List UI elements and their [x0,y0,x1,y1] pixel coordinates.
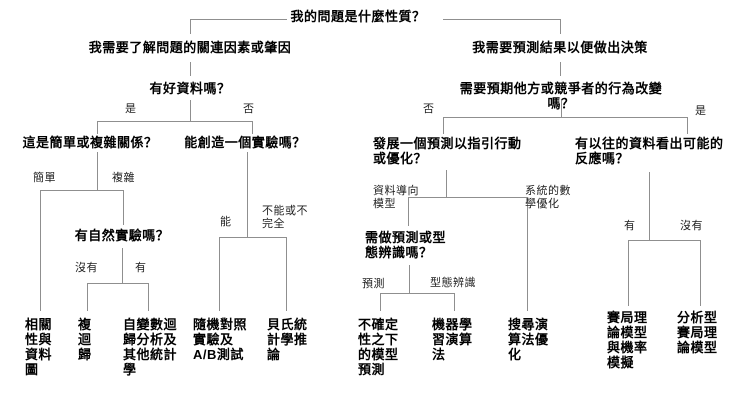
question-simple-or-complex: 這是簡單或複雜關係？ [22,135,158,150]
edge-label-past-no: 沒有 [680,220,703,232]
connector-line [527,197,528,311]
question-good-data: 有好資料嗎？ [149,81,231,96]
leaf-model-forecast-under-uncertainty: 不確定 性之下 的模型 預測 [358,317,399,377]
edge-label-natural-no: 沒有 [75,262,98,274]
connector-line [560,62,561,76]
edge-label-natural-yes: 有 [135,262,147,274]
connector-line [446,170,447,197]
connector-line [628,240,629,306]
question-anticipate-behavior: 需要預期他方或競爭者的行為改變嗎？ [459,81,663,111]
edge-label-no-right: 否 [423,103,435,115]
connector-line [148,283,149,311]
connector-line [97,121,98,134]
connector-line [687,117,688,134]
connector-line [87,283,148,284]
connector-line [408,197,409,226]
connector-line [247,152,248,237]
leaf-search-algorithm-optimization: 搜尋演 算法優 化 [508,317,549,362]
connector-line [123,190,124,225]
leaf-correlation-data-charts: 相關 性與 資料 圖 [25,317,53,377]
leaf-game-theory-probability-simulation: 賽局理 論模型 與機率 模擬 [607,310,648,370]
edge-label-cannot-or-incomplete: 不能或不 完全 [262,205,308,230]
connector-line [190,100,191,121]
question-predict-for-decision: 我需要預測結果以便做出決策 [472,40,648,55]
connector-line [443,19,560,20]
leaf-multiple-regression: 複 迴 歸 [78,317,92,362]
connector-line [87,283,88,311]
connector-line [190,62,191,76]
question-develop-forecast: 發展一個預測以指引行動 或優化？ [373,136,522,166]
connector-line [40,190,41,311]
question-forecast-or-pattern: 需做預測或型 態辨識嗎？ [365,230,447,260]
edge-label-pattern-recognition: 型態辨識 [430,277,476,289]
edge-label-data-driven-model: 資料導向 模型 [373,185,419,210]
leaf-iv-regression-statistics: 自變數迴 歸分析及 其他統計 學 [123,317,178,377]
connector-line [219,237,220,311]
question-create-experiment: 能創造一個實驗嗎？ [184,135,306,150]
connector-line [380,293,381,311]
connector-line [409,265,410,293]
connector-line [443,117,687,118]
flowchart-title: 我的問題是什麼性質？ [290,9,426,24]
connector-line [560,19,561,34]
question-past-data-response: 有以往的資料看出可能的 反應嗎？ [575,136,724,166]
edge-label-simple: 簡單 [33,172,56,184]
edge-label-complex: 複雜 [112,172,135,184]
connector-line [380,293,454,294]
connector-line [219,237,286,238]
connector-line [408,197,527,198]
edge-label-can: 能 [220,216,232,228]
edge-label-no: 否 [243,103,255,115]
connector-line [649,172,650,240]
connector-line [700,240,701,306]
connector-line [454,293,455,311]
connector-line [40,190,123,191]
leaf-bayesian-inference: 貝氏統 計學推 論 [267,317,308,362]
question-natural-experiment: 有自然實驗嗎？ [74,228,170,243]
connector-line [561,100,562,117]
connector-line [190,19,191,34]
connector-line [286,237,287,311]
edge-label-yes: 是 [125,103,137,115]
connector-line [97,152,98,190]
connector-line [628,240,700,241]
edge-label-yes-right: 是 [695,105,707,117]
edge-label-systematic-math-optimization: 系統的數 學優化 [525,185,571,210]
edge-label-past-yes: 有 [624,220,636,232]
connector-line [122,248,123,283]
connector-line [443,117,444,134]
connector-line [252,121,253,134]
connector-line [97,121,252,122]
leaf-analytical-game-theory-model: 分析型 賽局理 論模型 [677,310,718,355]
connector-line [190,19,287,20]
leaf-machine-learning-algorithms: 機器學 習演算 法 [432,317,473,362]
edge-label-forecast: 預測 [362,278,385,290]
leaf-rct-ab-testing: 隨機對照 實驗及 A/B測試 [193,317,248,362]
question-understand-causes: 我需要了解問題的關連因素或肇因 [88,40,292,55]
